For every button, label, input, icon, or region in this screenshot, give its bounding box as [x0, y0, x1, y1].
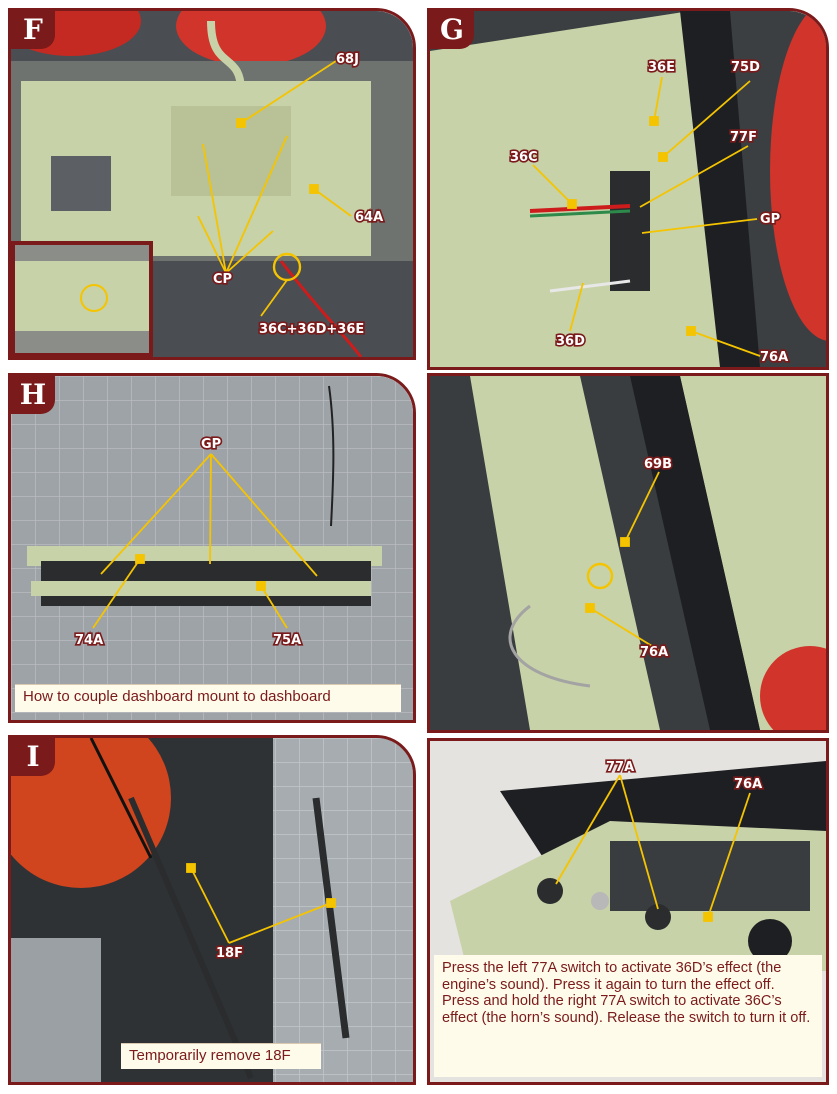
label-76a-g3: 76A: [734, 777, 762, 792]
panel-h: GP 74A 75A How to couple dashboard mount…: [8, 373, 416, 723]
photo-h: GP 74A 75A: [11, 376, 413, 720]
label-36d: 36D: [556, 334, 585, 349]
left-switch-note: Press the left 77A switch to activate 36…: [442, 960, 782, 993]
label-75d: 75D: [731, 60, 760, 75]
label-cp: CP: [213, 272, 232, 287]
step-letter-i: I: [11, 738, 55, 776]
photo-g: 36E 75D 77F 36C GP 36D 76A: [430, 11, 826, 367]
label-36c-36d-36e: 36C+36D+36E: [259, 322, 364, 337]
label-64a: 64A: [355, 210, 383, 225]
step-letter-f: F: [11, 11, 55, 49]
step-letter-h: H: [11, 376, 55, 414]
label-74a: 74A: [75, 633, 103, 648]
caption-i: Temporarily remove 18F: [121, 1043, 321, 1069]
switch-instructions: Press the left 77A switch to activate 36…: [434, 955, 822, 1077]
label-76a-g2: 76A: [640, 645, 668, 660]
label-69b: 69B: [644, 457, 672, 472]
photo-g-continued: 69B 76A: [430, 376, 826, 730]
panel-g: 36E 75D 77F 36C GP 36D 76A G: [427, 8, 829, 370]
label-18f: 18F: [216, 946, 243, 961]
label-77a: 77A: [606, 760, 634, 775]
label-76a-g: 76A: [760, 350, 788, 365]
step-letter-g: G: [430, 11, 474, 49]
label-36e: 36E: [648, 60, 675, 75]
panel-f: 68J 64A CP 36C+36D+36E F: [8, 8, 416, 360]
panel-g-continued: 69B 76A: [427, 373, 829, 733]
label-36c: 36C: [510, 150, 538, 165]
panel-g-switches: 77A 76A Press the left 77A switch to act…: [427, 738, 829, 1085]
label-68j: 68J: [336, 52, 359, 67]
photo-i: 18F: [11, 738, 413, 1082]
photo-f: 68J 64A CP 36C+36D+36E: [11, 11, 413, 357]
right-switch-note: Press and hold the right 77A switch to a…: [442, 993, 811, 1026]
label-gp-h: GP: [201, 437, 221, 452]
label-75a: 75A: [273, 633, 301, 648]
label-gp-g: GP: [760, 212, 780, 227]
caption-h: How to couple dashboard mount to dashboa…: [15, 684, 401, 712]
panel-i: 18F Temporarily remove 18F I: [8, 735, 416, 1085]
label-77f: 77F: [730, 130, 757, 145]
